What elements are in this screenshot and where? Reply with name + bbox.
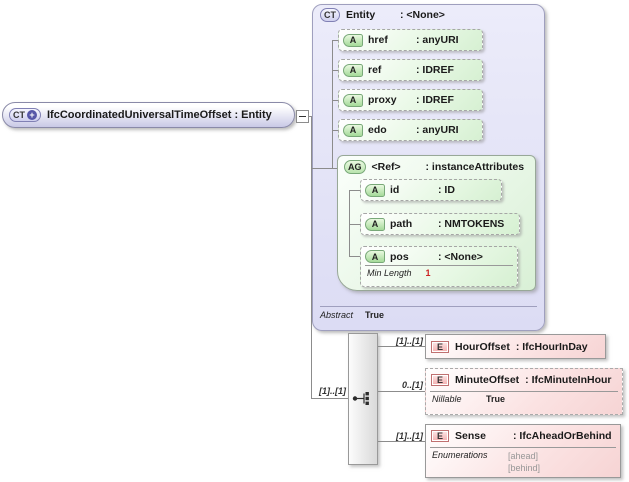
- entity-type-badge-label: CT: [324, 10, 336, 20]
- attribute-type: : ID: [438, 184, 455, 196]
- attribute-row-id: A id : ID: [360, 179, 502, 201]
- attribute-name: path: [390, 218, 413, 230]
- attribute-row-href: A href : anyURI: [338, 29, 483, 51]
- connector-line: [311, 116, 312, 399]
- attribute-name: href: [368, 34, 388, 46]
- root-element[interactable]: CT + IfcCoordinatedUniversalTimeOffset :…: [2, 102, 295, 128]
- attribute-group-name: <Ref>: [371, 161, 401, 173]
- complex-type-badge: CT +: [9, 108, 41, 122]
- multiplicity-label: [1]..[1]: [396, 431, 423, 441]
- minus-icon: [299, 116, 306, 117]
- attribute-type: : IDREF: [416, 64, 454, 76]
- connector-line: [349, 256, 360, 257]
- child-element-sense[interactable]: E Sense : IfcAheadOrBehind Enumerations …: [425, 424, 621, 478]
- attribute-group-header: AG <Ref> : instanceAttributes: [344, 160, 524, 174]
- element-type: : IfcMinuteInHour: [525, 374, 612, 386]
- attribute-group-badge-label: AG: [348, 162, 362, 172]
- attribute-row-proxy: A proxy : IDREF: [338, 89, 483, 111]
- connector-line: [349, 224, 360, 225]
- nillable-label: Nillable: [432, 394, 462, 404]
- nillable-row: Nillable True: [426, 392, 622, 406]
- attribute-type: : <None>: [438, 250, 483, 263]
- element-name: HourOffset: [455, 340, 510, 353]
- element-badge-icon: E: [431, 374, 449, 386]
- attribute-row-path: A path : NMTOKENS: [360, 213, 520, 235]
- attribute-name: ref: [368, 64, 382, 76]
- multiplicity-label: [1]..[1]: [396, 336, 423, 346]
- child-element-minuteoffset[interactable]: E MinuteOffset : IfcMinuteInHour Nillabl…: [425, 368, 623, 415]
- entity-header: CT Entity : <None>: [320, 8, 445, 22]
- abstract-row: Abstract True: [320, 310, 384, 320]
- plus-icon: +: [27, 110, 37, 120]
- connector-line: [332, 40, 333, 168]
- element-title: E MinuteOffset : IfcMinuteInHour: [426, 369, 622, 391]
- connector-line: [378, 391, 425, 392]
- enumeration-values: [ahead] [behind]: [508, 450, 540, 474]
- entity-base-type: : <None>: [400, 9, 445, 21]
- connector-line: [378, 441, 425, 442]
- attribute-name: edo: [368, 124, 387, 136]
- enumeration-value: [ahead]: [508, 451, 539, 461]
- attribute-badge-icon: A: [343, 93, 363, 107]
- connector-line: [311, 398, 348, 399]
- element-badge-icon: E: [431, 340, 449, 353]
- element-title: E Sense : IfcAheadOrBehind: [426, 425, 620, 447]
- attribute-name: proxy: [368, 94, 397, 106]
- attribute-row-edo: A edo : anyURI: [338, 119, 483, 141]
- attribute-group-badge-icon: AG: [344, 160, 366, 174]
- min-length-label: Min Length: [367, 268, 412, 278]
- attribute-row-pos: A pos : <None> Min Length 1: [360, 246, 518, 287]
- connector-line: [349, 190, 350, 257]
- sequence-icon: [352, 392, 369, 405]
- element-name: MinuteOffset: [455, 374, 520, 386]
- attribute-group-type: : instanceAttributes: [425, 161, 525, 173]
- enumerations-row: Enumerations [ahead] [behind]: [426, 448, 620, 476]
- root-element-label: IfcCoordinatedUniversalTimeOffset : Enti…: [47, 109, 272, 121]
- attribute-badge-icon: A: [365, 250, 385, 263]
- attribute-type: : IDREF: [416, 94, 454, 106]
- min-length-value: 1: [425, 268, 431, 278]
- divider: [365, 265, 513, 266]
- enumeration-value: [behind]: [508, 463, 541, 474]
- abstract-label: Abstract: [320, 310, 354, 320]
- entity-name: Entity: [346, 9, 376, 21]
- element-type: : IfcAheadOrBehind: [513, 430, 612, 442]
- attribute-name: pos: [390, 250, 409, 263]
- multiplicity-label: 0..[1]: [401, 380, 423, 390]
- attribute-type: : NMTOKENS: [438, 218, 505, 230]
- attribute-badge-icon: A: [343, 63, 363, 77]
- abstract-value: True: [365, 310, 385, 320]
- attribute-name: id: [390, 184, 400, 196]
- element-badge-icon: E: [431, 430, 449, 442]
- connector-line: [308, 116, 312, 117]
- element-name: Sense: [455, 430, 486, 442]
- attribute-type: : anyURI: [416, 124, 459, 136]
- complex-type-badge-label: CT: [13, 110, 25, 120]
- attribute-type: : anyURI: [416, 34, 459, 46]
- multiplicity-label: [1]..[1]: [319, 386, 346, 396]
- element-title: E HourOffset : IfcHourInDay: [426, 335, 605, 358]
- connector-line: [332, 70, 338, 71]
- entity-type-badge: CT: [320, 8, 340, 22]
- connector-line: [332, 40, 338, 41]
- connector-line: [332, 130, 338, 131]
- nillable-value: True: [486, 394, 506, 404]
- connector-line: [311, 168, 338, 169]
- attribute-badge-icon: A: [343, 33, 363, 47]
- connector-line: [349, 190, 360, 191]
- attribute-badge-icon: A: [365, 183, 385, 197]
- divider: [430, 391, 618, 392]
- attribute-row-ref: A ref : IDREF: [338, 59, 483, 81]
- element-type: : IfcHourInDay: [515, 340, 588, 353]
- child-element-houroffset[interactable]: E HourOffset : IfcHourInDay: [425, 334, 606, 359]
- pos-title: A pos : <None>: [361, 247, 517, 265]
- connector-line: [332, 100, 338, 101]
- divider: [430, 447, 616, 448]
- attribute-badge-icon: A: [343, 123, 363, 137]
- enumerations-label: Enumerations: [432, 450, 488, 460]
- connector-line: [378, 346, 425, 347]
- min-length-facet: Min Length 1: [361, 266, 517, 280]
- divider: [320, 306, 537, 307]
- attribute-badge-icon: A: [365, 217, 385, 231]
